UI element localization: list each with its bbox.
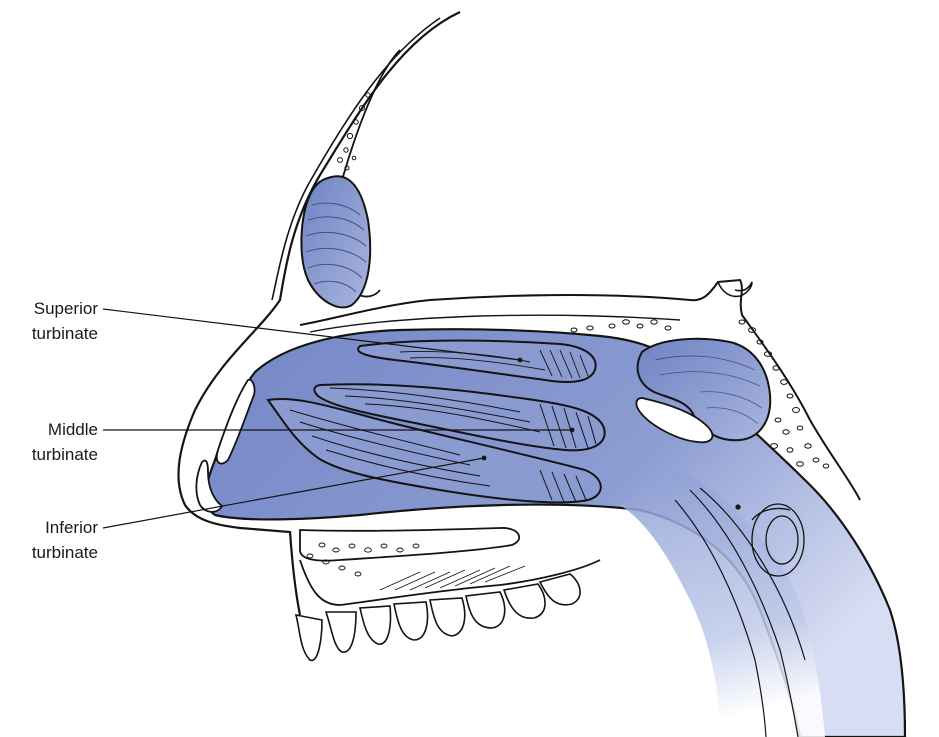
- maxilla-hatching: [380, 566, 525, 590]
- tooth: [326, 612, 356, 652]
- teeth: [296, 574, 580, 660]
- tooth: [430, 598, 465, 636]
- leader-dot-middle: [570, 428, 575, 433]
- sphenoid-crest: [718, 282, 752, 296]
- label-inferior-line2: turbinate: [32, 540, 98, 565]
- label-middle-turbinate: Middle turbinate: [32, 417, 98, 467]
- skin-outline: [178, 12, 460, 615]
- tooth: [504, 584, 545, 618]
- label-superior-turbinate: Superior turbinate: [32, 296, 98, 346]
- leader-dot-inferior: [482, 456, 487, 461]
- label-middle-line2: turbinate: [32, 442, 98, 467]
- tooth: [394, 602, 428, 640]
- leader-dot-superior: [518, 358, 523, 363]
- label-inferior-turbinate: Inferior turbinate: [32, 515, 98, 565]
- hard-palate: [300, 528, 519, 561]
- label-middle-line1: Middle: [32, 417, 98, 442]
- tooth: [360, 606, 391, 644]
- label-inferior-line1: Inferior: [32, 515, 98, 540]
- tooth: [466, 592, 505, 628]
- label-superior-line1: Superior: [32, 296, 98, 321]
- tooth: [296, 615, 322, 660]
- tooth: [540, 574, 580, 605]
- label-superior-line2: turbinate: [32, 321, 98, 346]
